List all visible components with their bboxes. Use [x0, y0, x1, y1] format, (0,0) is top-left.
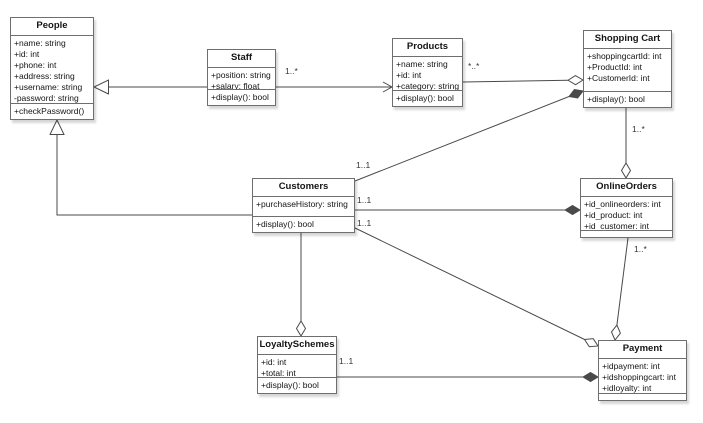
class-attribute: +name: string	[14, 38, 66, 48]
connector-customers-to-payment-aggregation[interactable]	[354, 227, 598, 346]
class-customers[interactable]: Customers +purchaseHistory: string +displa…	[252, 178, 355, 233]
class-method: +checkPassword()	[14, 106, 85, 116]
class-attributes-loyaltyschemes: +id: int+total: int	[258, 355, 336, 377]
class-attribute: +name: string	[396, 59, 448, 69]
class-attributes-customers: +purchaseHistory: string	[253, 197, 354, 216]
class-attribute: +idpayment: int	[602, 361, 660, 371]
class-attributes-onlineorders: +id_onlineorders: int+id_product: int+id…	[581, 197, 672, 230]
multiplicity-label-staff-to-products-association: 1..*	[285, 66, 298, 76]
class-attribute: +address: string	[14, 71, 75, 81]
class-methods-people: +checkPassword()	[11, 103, 93, 119]
multiplicity-label-onlineorders-to-payment-aggregation: 1..*	[634, 244, 647, 254]
class-attribute: +id: int	[14, 49, 40, 59]
class-attribute: +purchaseHistory: string	[256, 199, 348, 209]
multiplicity-label-customers-to-payment-aggregation: 1..1	[357, 218, 372, 228]
class-methods-onlineorders	[581, 230, 672, 237]
class-products[interactable]: Products+name: string+id: int+category: …	[392, 38, 463, 107]
class-method: +display(): bool	[261, 380, 319, 390]
class-method: +display(): bool	[396, 93, 454, 103]
class-attribute: +id: int	[261, 357, 287, 367]
class-title-staff: Staff	[208, 50, 275, 68]
class-methods-shopping-cart: +display(): bool	[584, 91, 671, 107]
class-attributes-staff: +position: string+salary: float	[208, 68, 275, 89]
class-attribute: +position: string	[211, 70, 271, 80]
class-attributes-shopping-cart: +shoppingcartId: int+ProductId: int+Cust…	[584, 49, 671, 91]
class-shopping-cart[interactable]: Shopping Cart+shoppingcartId: int+Produc…	[583, 30, 672, 108]
class-title-people: People	[11, 18, 93, 36]
class-onlineorders[interactable]: OnlineOrders+id_onlineorders: int+id_pro…	[580, 178, 673, 238]
class-loyaltyschemes[interactable]: LoyaltySchemes+id: int+total: int+displa…	[257, 336, 337, 394]
class-attribute: +id: int	[396, 70, 422, 80]
connector-customers-to-people-generalization[interactable]	[57, 120, 252, 216]
class-attribute: +idloyalty: int	[602, 383, 652, 393]
multiplicity-label-products-to-shoppingcart-aggregation: *..*	[468, 61, 480, 71]
class-title-loyaltyschemes: LoyaltySchemes	[258, 337, 336, 355]
class-method: +display(): bool	[587, 94, 645, 104]
class-attribute: +id_onlineorders: int	[584, 199, 661, 209]
class-attribute: -password: string	[14, 93, 79, 103]
class-attribute: +id_customer: int	[584, 221, 649, 230]
class-methods-loyaltyschemes: +display(): bool	[258, 377, 336, 393]
class-attribute: +category: string	[396, 81, 460, 90]
class-title-shopping-cart: Shopping Cart	[584, 31, 671, 49]
connector-customers-to-shoppingcart-composition[interactable]	[354, 91, 583, 182]
class-attributes-products: +name: string+id: int+category: string	[393, 57, 462, 90]
class-attribute: +id_product: int	[584, 210, 643, 220]
class-payment[interactable]: Payment+idpayment: int+idshoppingcart: i…	[598, 340, 687, 401]
class-method: +display(): bool	[211, 92, 269, 102]
multiplicity-label-customers-to-shoppingcart-composition: 1..1	[356, 160, 371, 170]
class-attributes-payment: +idpayment: int+idshoppingcart: int+idlo…	[599, 359, 686, 393]
class-methods-payment	[599, 393, 686, 400]
class-methods-products: +display(): bool	[393, 90, 462, 106]
class-method: +display(): bool	[256, 219, 314, 229]
multiplicity-label-customers-to-onlineorders-composition: 1..1	[357, 195, 372, 205]
class-methods-staff: +display(): bool	[208, 89, 275, 105]
class-staff[interactable]: Staff+position: string+salary: float+dis…	[207, 49, 276, 106]
class-attribute: +phone: int	[14, 60, 57, 70]
class-attribute: +idshoppingcart: int	[602, 372, 676, 382]
class-attribute: +salary: float	[211, 81, 260, 89]
class-attribute: +ProductId: int	[587, 62, 643, 72]
class-title-onlineorders: OnlineOrders	[581, 179, 672, 197]
class-attribute: +shoppingcartId: int	[587, 51, 662, 61]
class-title-products: Products	[393, 39, 462, 57]
class-title-customers: Customers	[253, 179, 354, 197]
class-attribute: +total: int	[261, 368, 296, 377]
class-methods-customers: +display(): bool	[253, 216, 354, 232]
connector-onlineorders-to-payment-aggregation[interactable]	[615, 237, 629, 340]
class-attribute: +username: string	[14, 82, 83, 92]
class-attributes-people: +name: string+id: int+phone: int+address…	[11, 36, 93, 103]
multiplicity-label-shoppingcart-to-onlineorders-aggregation: 1..*	[632, 124, 645, 134]
class-attribute: +CustomerId: int	[587, 73, 650, 83]
class-title-payment: Payment	[599, 341, 686, 359]
connector-products-to-shoppingcart-aggregation[interactable]	[462, 80, 583, 82]
multiplicity-label-loyaltyschemes-to-payment-composition: 1..1	[339, 356, 354, 366]
class-people[interactable]: People+name: string+id: int+phone: int+a…	[10, 17, 94, 120]
